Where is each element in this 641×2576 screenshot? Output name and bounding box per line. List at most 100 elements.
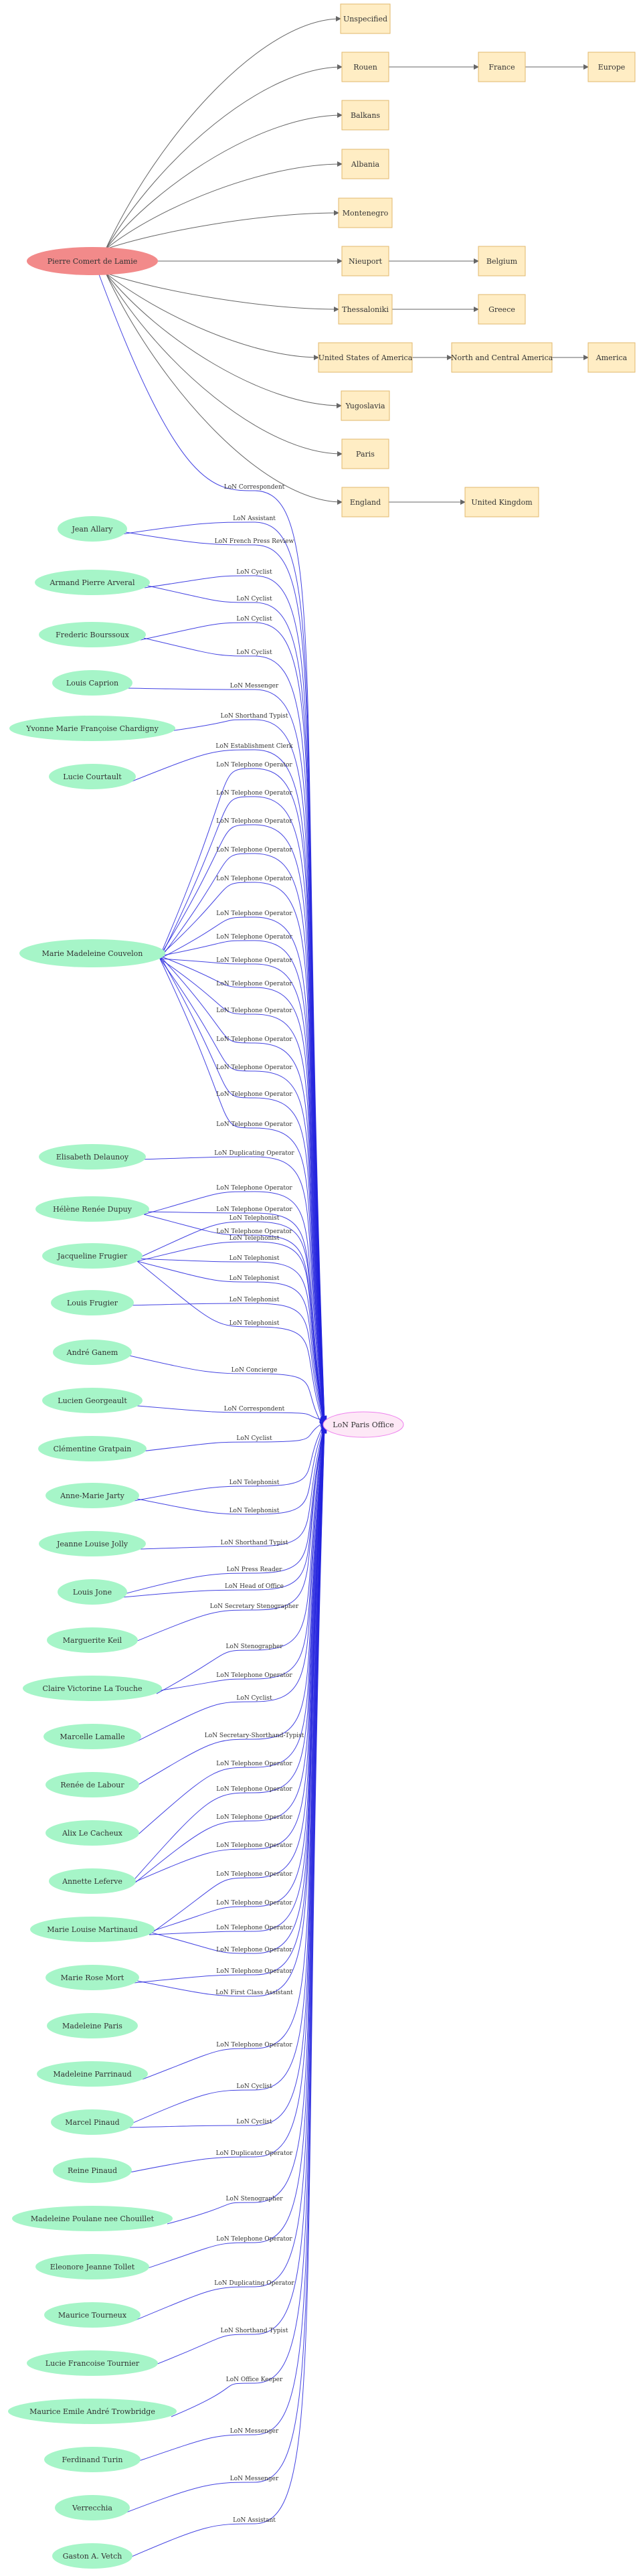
- place-node[interactable]: Yugoslavia: [341, 390, 390, 421]
- person-label: Lucie Courtault: [63, 773, 122, 781]
- person-node[interactable]: Alix Le Cacheux: [45, 1820, 139, 1846]
- office-edge: [142, 1421, 327, 2080]
- person-node[interactable]: Hélène Renée Dupuy: [35, 1196, 149, 1222]
- person-node[interactable]: Marie Louise Martinaud: [30, 1917, 155, 1942]
- place-node[interactable]: Unspecified: [340, 3, 391, 34]
- place-node[interactable]: Thessaloniki: [338, 294, 393, 325]
- office-edge: [159, 796, 327, 1427]
- person-node[interactable]: Elisabeth Delaunoy: [39, 1144, 146, 1170]
- person-node[interactable]: Marcel Pinaud: [51, 2109, 134, 2135]
- person-node[interactable]: Renée de Labour: [45, 1772, 139, 1797]
- person-label: Marguerite Keil: [63, 1636, 122, 1645]
- place-node[interactable]: Nieuport: [341, 246, 389, 276]
- person-ellipse: [49, 1868, 136, 1894]
- person-node[interactable]: Frederic Bourssoux: [39, 622, 146, 647]
- place-node[interactable]: America: [587, 342, 636, 373]
- office-edge: [152, 1421, 327, 2366]
- person-node[interactable]: Louis Caprion: [52, 670, 132, 696]
- place-box: [341, 149, 389, 179]
- office-edge: [159, 958, 327, 1428]
- person-label: Maurice Tourneux: [58, 2311, 127, 2320]
- root-node[interactable]: Pierre Comert de Lamie: [27, 247, 158, 275]
- place-node[interactable]: Europe: [587, 52, 636, 82]
- person-node[interactable]: Ferdinand Turin: [44, 2447, 141, 2472]
- person-node[interactable]: Reine Pinaud: [53, 2158, 132, 2183]
- person-node[interactable]: Marcelle Lamalle: [43, 1724, 141, 1749]
- person-node[interactable]: Lucie Courtault: [49, 764, 136, 789]
- person-ellipse: [53, 2158, 132, 2183]
- person-node[interactable]: Maurice Emile André Trowbridge: [8, 2399, 177, 2424]
- person-label: Jacqueline Frugier: [57, 1252, 128, 1261]
- person-node[interactable]: Claire Victorine La Touche: [23, 1676, 162, 1701]
- person-node[interactable]: Eleonore Jeanne Tollet: [35, 2254, 149, 2279]
- person-node[interactable]: Annette Leferve: [49, 1868, 136, 1894]
- office-edge: [159, 940, 327, 1424]
- place-edge: [105, 210, 339, 250]
- person-node[interactable]: Clémentine Gratpain: [38, 1436, 147, 1461]
- office-edge: [159, 882, 327, 1421]
- place-label: North and Central America: [451, 353, 553, 362]
- place-node[interactable]: England: [341, 487, 389, 517]
- person-node[interactable]: Armand Pierre Arveral: [35, 570, 150, 595]
- person-node[interactable]: Madeleine Parrinaud: [37, 2061, 148, 2087]
- place-node[interactable]: Rouen: [341, 52, 389, 82]
- person-ellipse: [39, 622, 146, 647]
- edge-label: LoN Cyclist: [236, 569, 272, 576]
- place-label: Unspecified: [343, 15, 387, 23]
- person-node[interactable]: Madeleine Paris: [47, 2013, 138, 2038]
- place-node[interactable]: United States of America: [318, 342, 413, 373]
- person-node[interactable]: Yvonne Marie Françoise Chardigny: [9, 716, 175, 741]
- place-edge: [105, 64, 343, 250]
- place-box: [341, 390, 390, 421]
- office-edge: [128, 1423, 327, 2125]
- office-edge: [128, 1303, 327, 1427]
- person-label: Anne-Marie Jarty: [60, 1492, 125, 1500]
- edge-label: LoN Telephone Operator: [216, 847, 292, 854]
- person-node[interactable]: André Ganem: [53, 1340, 132, 1365]
- place-node[interactable]: Montenegro: [338, 197, 393, 228]
- person-node[interactable]: Gaston A. Vetch: [52, 2543, 132, 2569]
- person-node[interactable]: Jeanne Louise Jolly: [39, 1531, 146, 1556]
- person-node[interactable]: Anne-Marie Jarty: [45, 1483, 139, 1508]
- edge-label: LoN Telephonist: [230, 1235, 280, 1242]
- person-node[interactable]: Louis Jone: [58, 1579, 127, 1605]
- office-edge: [159, 916, 327, 1423]
- edge-label: LoN Cyclist: [236, 2119, 272, 2125]
- person-node[interactable]: Verrecchia: [55, 2495, 130, 2520]
- person-node[interactable]: Jean Allary: [58, 516, 127, 542]
- person-node[interactable]: Jacqueline Frugier: [42, 1243, 143, 1269]
- place-node[interactable]: North and Central America: [451, 342, 553, 373]
- edge-label: LoN Telephone Operator: [216, 957, 292, 964]
- edge-label: LoN Telephonist: [230, 1275, 280, 1282]
- person-label: Marcel Pinaud: [65, 2118, 119, 2127]
- person-node[interactable]: Maurice Tourneux: [44, 2302, 141, 2328]
- person-node[interactable]: Marie Rose Mort: [45, 1965, 139, 1990]
- person-label: André Ganem: [66, 1348, 118, 1357]
- person-node[interactable]: Madeleine Poulane nee Chouillet: [12, 2206, 173, 2231]
- office-edge: [130, 1421, 327, 1884]
- person-label: Eleonore Jeanne Tollet: [50, 2263, 135, 2271]
- person-node[interactable]: Lucien Georgeault: [42, 1388, 143, 1413]
- person-node[interactable]: Lucie Francoise Tournier: [27, 2350, 158, 2376]
- place-node[interactable]: United Kingdom: [464, 487, 539, 517]
- person-node[interactable]: Louis Frugier: [51, 1290, 134, 1315]
- person-label: Hélène Renée Dupuy: [53, 1205, 132, 1214]
- office-edge: [133, 1424, 326, 1515]
- place-node[interactable]: France: [478, 52, 526, 82]
- person-node[interactable]: Marguerite Keil: [47, 1627, 138, 1653]
- place-node[interactable]: Paris: [341, 438, 389, 469]
- office-edge: [136, 1261, 327, 1425]
- place-node[interactable]: Balkans: [341, 100, 389, 131]
- place-node[interactable]: Belgium: [478, 246, 526, 276]
- person-node[interactable]: Marie Madeleine Couvelon: [19, 939, 165, 967]
- edge-label: LoN First Class Assistant: [215, 1990, 293, 1996]
- place-node[interactable]: Albania: [341, 149, 389, 179]
- office-edge: [126, 1425, 327, 2174]
- office-node[interactable]: LoN Paris Office: [323, 1411, 404, 1438]
- place-node[interactable]: Greece: [478, 294, 526, 325]
- place-edge: [105, 272, 343, 457]
- office-edge: [159, 955, 327, 1427]
- place-box: [451, 342, 553, 373]
